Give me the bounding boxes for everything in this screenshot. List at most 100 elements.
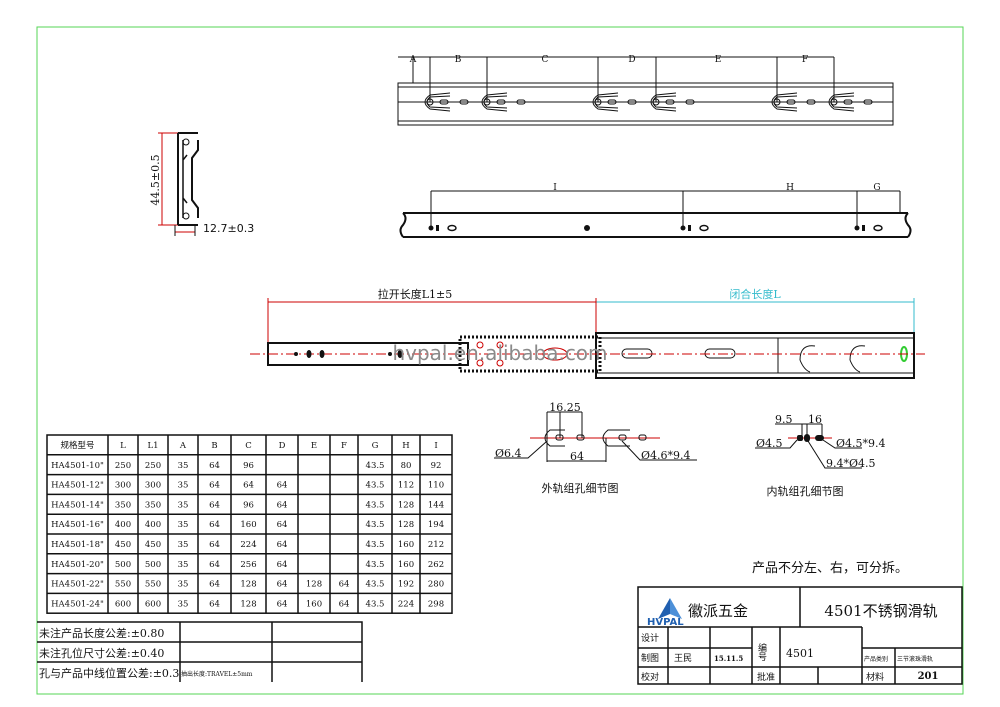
- length-tolerance: 未注产品长度公差:±0.80: [39, 626, 164, 640]
- table-cell: 224: [240, 540, 256, 550]
- table-cell: 400: [115, 520, 131, 530]
- table-cell: 64: [277, 540, 288, 550]
- table-cell: 300: [115, 481, 131, 491]
- table-cell: 43.5: [366, 560, 385, 570]
- watermark: hvpal.en.alibaba.com: [392, 341, 607, 365]
- table-cell: HA4501-16": [51, 520, 104, 530]
- table-cell: 43.5: [366, 481, 385, 491]
- check-label: 校对: [641, 671, 659, 683]
- table-cell: 64: [243, 481, 254, 491]
- table-cell: 43.5: [366, 540, 385, 550]
- table-cell: 64: [209, 520, 220, 530]
- hole: [426, 98, 434, 106]
- table-header-cell: G: [372, 441, 379, 451]
- table-cell: 160: [398, 560, 414, 570]
- table-cell: 128: [398, 520, 414, 530]
- table-cell: 43.5: [366, 500, 385, 510]
- table-header-cell: L1: [147, 441, 158, 451]
- dim-label-g: G: [873, 183, 880, 193]
- hole: [483, 98, 491, 106]
- slot: [516, 99, 526, 105]
- table-cell: 96: [243, 500, 254, 510]
- table-cell: 250: [145, 461, 161, 471]
- table-cell: 144: [428, 500, 444, 510]
- table-cell: 212: [428, 540, 444, 550]
- table-cell: 64: [277, 481, 288, 491]
- table-cell: 35: [178, 461, 189, 471]
- table-cell: 64: [209, 560, 220, 570]
- table-cell: 64: [209, 481, 220, 491]
- table-cell: HA4501-12": [51, 481, 104, 491]
- hole: [652, 98, 660, 106]
- table-cell: 43.5: [366, 461, 385, 471]
- slot: [665, 99, 675, 105]
- table-header-cell: H: [402, 441, 409, 451]
- table-cell: 64: [277, 500, 288, 510]
- approve-label: 批准: [757, 671, 775, 683]
- table-cell: HA4501-14": [51, 500, 104, 510]
- outer-rail-view: [397, 56, 894, 126]
- table-cell: 35: [178, 580, 189, 590]
- drawing-label: 制图: [641, 652, 659, 664]
- outer-hole-6-4: Ø6.4: [495, 447, 522, 460]
- table-cell: 64: [209, 500, 220, 510]
- table-cell: HA4501-20": [51, 560, 104, 570]
- table-cell: 64: [339, 580, 350, 590]
- inner-detail-caption: 内轨组孔细节图: [767, 484, 844, 498]
- table-cell: 64: [277, 580, 288, 590]
- table-cell: 224: [398, 599, 414, 609]
- slot: [863, 99, 873, 105]
- hole-tolerance: 未注孔位尺寸公差:±0.40: [39, 646, 164, 660]
- inner-hole-detail: [755, 423, 862, 469]
- table-cell: 64: [339, 599, 350, 609]
- outer-dim-16-25: 16.25: [549, 401, 581, 414]
- section-height-label: 44.5±0.5: [149, 154, 162, 205]
- hole: [830, 98, 838, 106]
- table-cell: 35: [178, 481, 189, 491]
- table-header-cell: L: [120, 441, 126, 451]
- table-header-cell: B: [211, 441, 217, 451]
- slot: [496, 99, 506, 105]
- table-cell: 160: [240, 520, 256, 530]
- centerline-tolerance: 孔与产品中线位置公差:±0.3: [39, 666, 179, 680]
- table-cell: 262: [428, 560, 444, 570]
- table-cell: 64: [277, 599, 288, 609]
- outer-hole-4-6x9-4: Ø4.6*9.4: [641, 449, 691, 462]
- inner-dim-9-5: 9.5: [775, 413, 793, 426]
- table-cell: 96: [243, 461, 254, 471]
- category-value: 三节滚珠滑轨: [897, 655, 933, 663]
- table-header-cell: C: [245, 441, 252, 451]
- table-cell: 35: [178, 540, 189, 550]
- table-header-cell: E: [311, 441, 317, 451]
- travel-tolerance: 抽出长度:TRAVEL±5mm: [181, 670, 253, 678]
- table-cell: 600: [145, 599, 161, 609]
- design-label: 设计: [641, 632, 659, 644]
- table-cell: 35: [178, 500, 189, 510]
- table-cell: 35: [178, 599, 189, 609]
- table-cell: HA4501-10": [51, 461, 104, 471]
- table-cell: HA4501-18": [51, 540, 104, 550]
- material-label: 材料: [866, 671, 884, 683]
- table-cell: 64: [209, 540, 220, 550]
- table-cell: 64: [209, 461, 220, 471]
- slot: [439, 99, 449, 105]
- slot: [607, 99, 617, 105]
- table-cell: 450: [115, 540, 131, 550]
- inner-hole-9-4x4-5: 9.4*Ø4.5: [826, 457, 876, 470]
- category-label: 产品类别: [864, 655, 888, 663]
- dim-label-a: A: [409, 55, 417, 65]
- table-cell: 92: [431, 461, 442, 471]
- table-cell: 280: [428, 580, 444, 590]
- table-cell: 35: [178, 520, 189, 530]
- table-cell: HA4501-22": [51, 580, 104, 590]
- table-header-cell: F: [341, 441, 347, 451]
- outer-dim-64: 64: [570, 450, 584, 463]
- table-header-cell: A: [179, 441, 187, 451]
- slot: [843, 99, 853, 105]
- slot: [627, 99, 637, 105]
- outer-hole-detail: [494, 411, 697, 462]
- slot: [806, 99, 816, 105]
- table-cell: 64: [277, 560, 288, 570]
